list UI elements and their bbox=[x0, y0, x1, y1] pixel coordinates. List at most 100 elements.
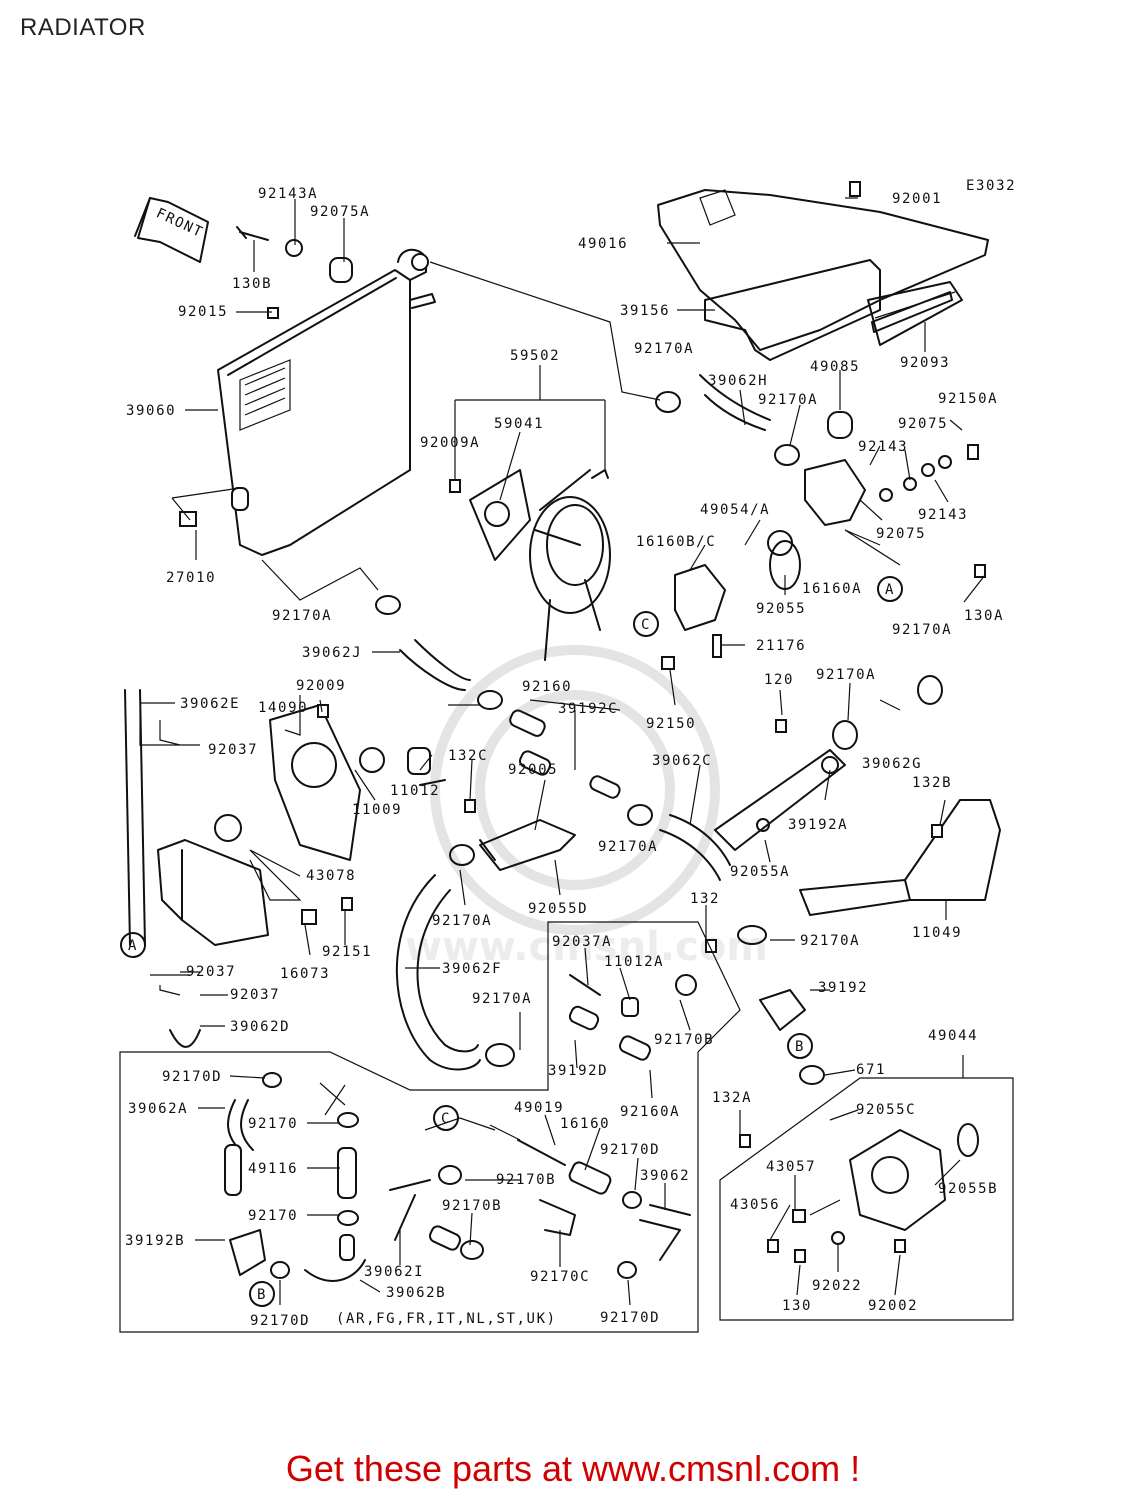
part-label: 130A bbox=[964, 608, 1004, 624]
part-label: 16073 bbox=[280, 966, 330, 982]
callout-a-left: A bbox=[128, 938, 138, 954]
part-label: 92075 bbox=[898, 416, 948, 432]
part-label: 59502 bbox=[510, 348, 560, 364]
part-label: 92143 bbox=[858, 439, 908, 455]
part-label: 92001 bbox=[892, 191, 942, 207]
part-label: 43057 bbox=[766, 1159, 816, 1175]
part-label: 92170B bbox=[654, 1032, 714, 1048]
callout-c-lower-ring bbox=[433, 1105, 459, 1131]
diagram-code: E3032 bbox=[966, 178, 1016, 194]
part-label: 39062F bbox=[442, 961, 502, 977]
part-label: 39062D bbox=[230, 1019, 290, 1035]
part-label: 132B bbox=[912, 775, 952, 791]
page-title: RADIATOR bbox=[20, 14, 146, 41]
part-label: 11049 bbox=[912, 925, 962, 941]
callout-b-lower: B bbox=[257, 1287, 267, 1303]
part-label: 92055C bbox=[856, 1102, 916, 1118]
front-arrow-icon: FRONT bbox=[134, 197, 209, 263]
part-label: 92160A bbox=[620, 1104, 680, 1120]
part-label: 11012 bbox=[390, 783, 440, 799]
part-label: 92055D bbox=[528, 901, 588, 917]
part-label: 92009 bbox=[296, 678, 346, 694]
part-label: 14090 bbox=[258, 700, 308, 716]
part-label: 39062I bbox=[364, 1264, 424, 1280]
part-label: 16160B/C bbox=[636, 534, 716, 550]
sub-assembly-frames bbox=[119, 921, 1014, 1333]
callout-a-left-ring bbox=[120, 932, 146, 958]
part-label: 92170A bbox=[800, 933, 860, 949]
part-label: 92150A bbox=[938, 391, 998, 407]
reservoir-tank bbox=[157, 704, 361, 946]
part-label: 92160 bbox=[522, 679, 572, 695]
part-label: 92037A bbox=[552, 934, 612, 950]
part-label: 132C bbox=[448, 748, 488, 764]
part-label: 39062J bbox=[302, 645, 362, 661]
part-label: 39062C bbox=[652, 753, 712, 769]
part-label: 39062 bbox=[640, 1168, 690, 1184]
callout-a-right: A bbox=[885, 582, 895, 598]
part-label: 92170A bbox=[472, 991, 532, 1007]
part-label: 21176 bbox=[756, 638, 806, 654]
part-label: 92009A bbox=[420, 435, 480, 451]
watermark: www.cmsnl.com bbox=[405, 645, 768, 970]
fan-assembly bbox=[469, 469, 611, 661]
part-label: 92150 bbox=[646, 716, 696, 732]
part-label: 39192D bbox=[548, 1063, 608, 1079]
part-label: 49116 bbox=[248, 1161, 298, 1177]
bolts-and-grommets bbox=[179, 181, 986, 1263]
hoses bbox=[124, 374, 771, 1282]
part-label: 49019 bbox=[514, 1100, 564, 1116]
part-label: 92170A bbox=[432, 913, 492, 929]
part-label: 92151 bbox=[322, 944, 372, 960]
part-label: 39192A bbox=[788, 817, 848, 833]
radiator-core bbox=[217, 248, 436, 556]
part-label: 92143 bbox=[918, 507, 968, 523]
part-label: 49054/A bbox=[700, 502, 770, 518]
leader-lines bbox=[139, 197, 986, 1306]
part-label: 92037 bbox=[186, 964, 236, 980]
part-label: 92170 bbox=[248, 1208, 298, 1224]
part-label: 92170D bbox=[600, 1310, 660, 1326]
part-label: 92170D bbox=[250, 1313, 310, 1329]
part-label: 130B bbox=[232, 276, 272, 292]
part-label: 16160 bbox=[560, 1116, 610, 1132]
part-label: 132A bbox=[712, 1090, 752, 1106]
part-label: 92170A bbox=[758, 392, 818, 408]
part-label: 92170B bbox=[442, 1198, 502, 1214]
part-label: 39192B bbox=[125, 1233, 185, 1249]
part-label: 11009 bbox=[352, 802, 402, 818]
part-label: 39192C bbox=[558, 701, 618, 717]
part-label: 11012A bbox=[604, 954, 664, 970]
part-label: 92170C bbox=[530, 1269, 590, 1285]
part-label: 43056 bbox=[730, 1197, 780, 1213]
part-label: 92143A bbox=[258, 186, 318, 202]
part-label: 39062B bbox=[386, 1285, 446, 1301]
part-label: 130 bbox=[782, 1298, 812, 1314]
part-label: 39062E bbox=[180, 696, 240, 712]
part-label: 92022 bbox=[812, 1278, 862, 1294]
front-label: FRONT bbox=[154, 205, 206, 241]
part-label: 39062G bbox=[862, 756, 922, 772]
part-label: 16160A bbox=[802, 581, 862, 597]
part-label: 27010 bbox=[166, 570, 216, 586]
part-label: 92037 bbox=[208, 742, 258, 758]
part-label: 92075A bbox=[310, 204, 370, 220]
part-label: 92170A bbox=[598, 839, 658, 855]
part-label: 120 bbox=[764, 672, 794, 688]
part-label: 92015 bbox=[178, 304, 228, 320]
part-label: 92170A bbox=[272, 608, 332, 624]
callout-a-right-ring bbox=[877, 576, 903, 602]
part-label: 92170A bbox=[816, 667, 876, 683]
hose-clamps bbox=[262, 391, 943, 1279]
part-label: 92170D bbox=[600, 1142, 660, 1158]
callout-b-right: B bbox=[795, 1039, 805, 1055]
region-note: (AR,FG,FR,IT,NL,ST,UK) bbox=[336, 1311, 557, 1327]
exploded-parts-diagram: www.cmsnl.com FRONT bbox=[119, 178, 1016, 1333]
part-label: 92075 bbox=[876, 526, 926, 542]
radiator-top-cover bbox=[657, 189, 989, 361]
footer-cta-link[interactable]: Get these parts at www.cmsnl.com ! bbox=[285, 1448, 861, 1489]
part-label: 39062H bbox=[708, 373, 768, 389]
part-label: 49016 bbox=[578, 236, 628, 252]
pipes-housings bbox=[229, 459, 1001, 1276]
